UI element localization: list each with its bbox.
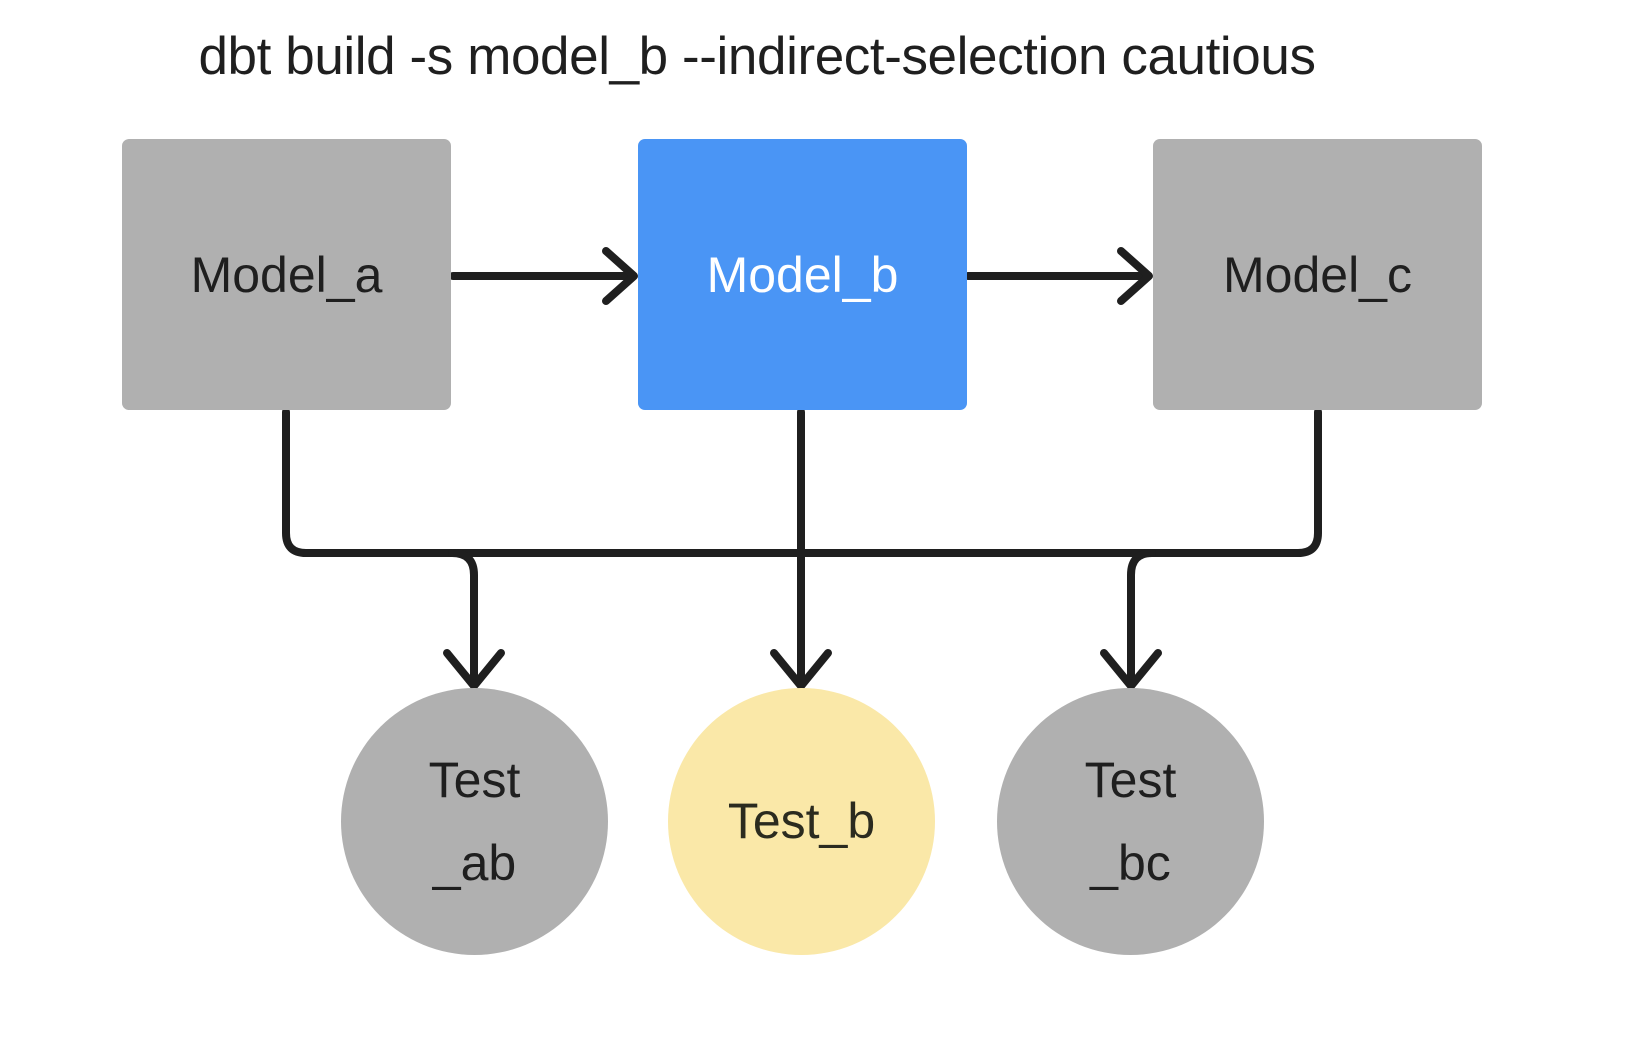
edge-model-a-to-model-b — [449, 247, 638, 305]
node-label-test-b: Test_b — [727, 793, 876, 849]
node-label-test-bc: Test _bc — [1084, 751, 1177, 891]
node-test-bc[interactable]: Test _bc — [997, 688, 1264, 955]
node-label-model-b: Model_b — [706, 246, 899, 303]
edge-branch-to-test-bc — [1100, 549, 1162, 690]
node-model-c[interactable]: Model_c — [1153, 139, 1482, 410]
node-label-model-c: Model_c — [1223, 246, 1412, 303]
node-test-ab[interactable]: Test _ab — [341, 688, 608, 955]
edge-model-a-to-test-ab — [282, 408, 456, 557]
page-title: dbt build -s model_b --indirect-selectio… — [198, 27, 1316, 86]
edge-branch-to-test-ab — [443, 549, 505, 690]
edge-model-b-to-model-c — [964, 247, 1153, 305]
edge-model-b-to-test-b — [770, 408, 832, 690]
node-model-b[interactable]: Model_b — [638, 139, 967, 410]
node-label-model-a: Model_a — [190, 246, 383, 303]
node-test-b[interactable]: Test_b — [668, 688, 935, 955]
node-model-a[interactable]: Model_a — [122, 139, 451, 410]
edge-model-c-to-test-bc — [1148, 408, 1322, 557]
node-label-test-ab: Test _ab — [428, 751, 521, 891]
